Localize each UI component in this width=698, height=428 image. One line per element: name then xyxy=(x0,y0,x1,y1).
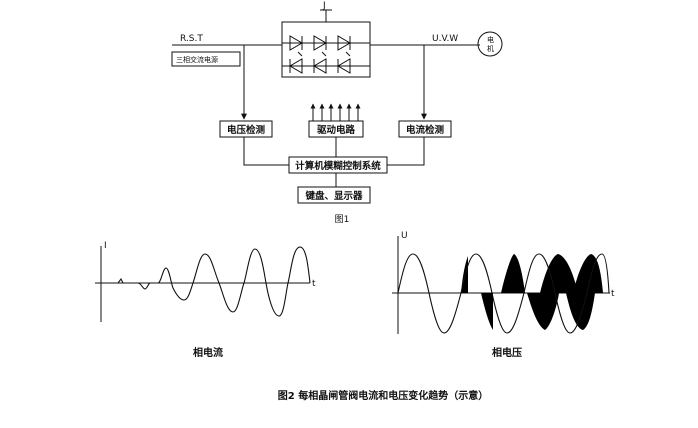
voltage-detect-label: 电压检测 xyxy=(227,124,266,136)
output-label: U.V.W xyxy=(432,34,458,44)
current-to-controller xyxy=(387,137,425,166)
block-diagram xyxy=(171,9,503,204)
input-source-box xyxy=(171,51,241,67)
current-detect-box xyxy=(398,120,452,138)
voltage-x-label: t xyxy=(611,289,615,299)
voltage-to-controller xyxy=(243,137,289,166)
controller-label: 计算机模糊控制系统 xyxy=(295,160,381,172)
voltage-detect-box xyxy=(219,120,273,138)
figure2-caption: 图2 每相晶闸管阀电流和电压变化趋势（示意） xyxy=(278,389,488,402)
motor-label-1: 电 xyxy=(487,35,494,44)
thyristor-bank xyxy=(281,9,371,78)
drive-output-arrows xyxy=(310,103,361,121)
current-detect-label: 电流检测 xyxy=(406,124,445,136)
input-source-label: 三相交流电源 xyxy=(176,55,218,64)
thyristor-label: J xyxy=(322,1,326,11)
voltage-title: 相电压 xyxy=(492,346,522,359)
current-waveform xyxy=(101,246,311,317)
keyboard-display-box xyxy=(297,186,371,204)
drive-circuit-label: 驱动电路 xyxy=(317,124,356,136)
motor-label-2: 机 xyxy=(487,44,494,53)
keyboard-display-label: 键盘、显示器 xyxy=(304,190,363,202)
current-x-label: t xyxy=(312,279,316,289)
current-title: 相电流 xyxy=(193,346,223,359)
input-label: R.S.T xyxy=(180,34,203,44)
voltage-waveform xyxy=(397,253,610,334)
current-y-label: I xyxy=(104,241,107,251)
current-plot xyxy=(95,246,311,322)
voltage-y-label: U xyxy=(401,231,408,241)
voltage-waveform-fill xyxy=(461,254,603,330)
motor-symbol xyxy=(477,31,503,57)
figure1-caption: 图1 xyxy=(335,214,350,225)
